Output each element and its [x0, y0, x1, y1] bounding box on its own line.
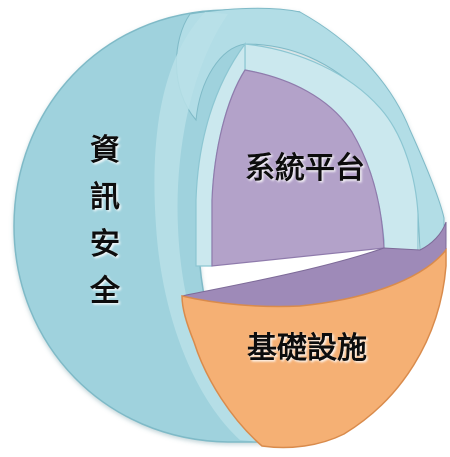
core-layer-body: [181, 247, 447, 449]
outer-label-char-4: 全: [89, 274, 121, 309]
outer-layer-label: 資 訊 安 全: [89, 133, 121, 309]
outer-sphere-edge: [154, 12, 262, 442]
middle-layer-label: 系統平台: [245, 151, 365, 186]
outer-label-char-1: 資: [90, 133, 120, 168]
outer-label-char-2: 訊: [90, 180, 120, 215]
core-layer: [181, 247, 447, 449]
outer-label-char-3: 安: [90, 227, 120, 262]
middle-layer-face: [211, 69, 385, 267]
core-layer-label: 基礎設施: [247, 331, 367, 366]
